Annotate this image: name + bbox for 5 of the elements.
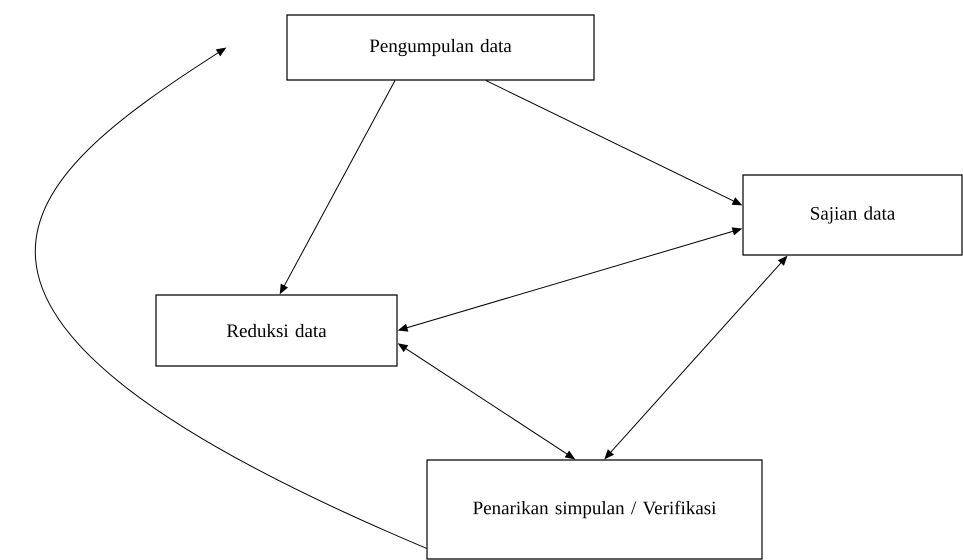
arrow	[35, 48, 427, 549]
process-box: Pengumpulan data	[286, 14, 595, 81]
process-box: Penarikan simpulan / Verifikasi	[426, 459, 763, 560]
process-box: Reduksi data	[155, 294, 398, 367]
process-box: Sajian data	[742, 174, 963, 256]
